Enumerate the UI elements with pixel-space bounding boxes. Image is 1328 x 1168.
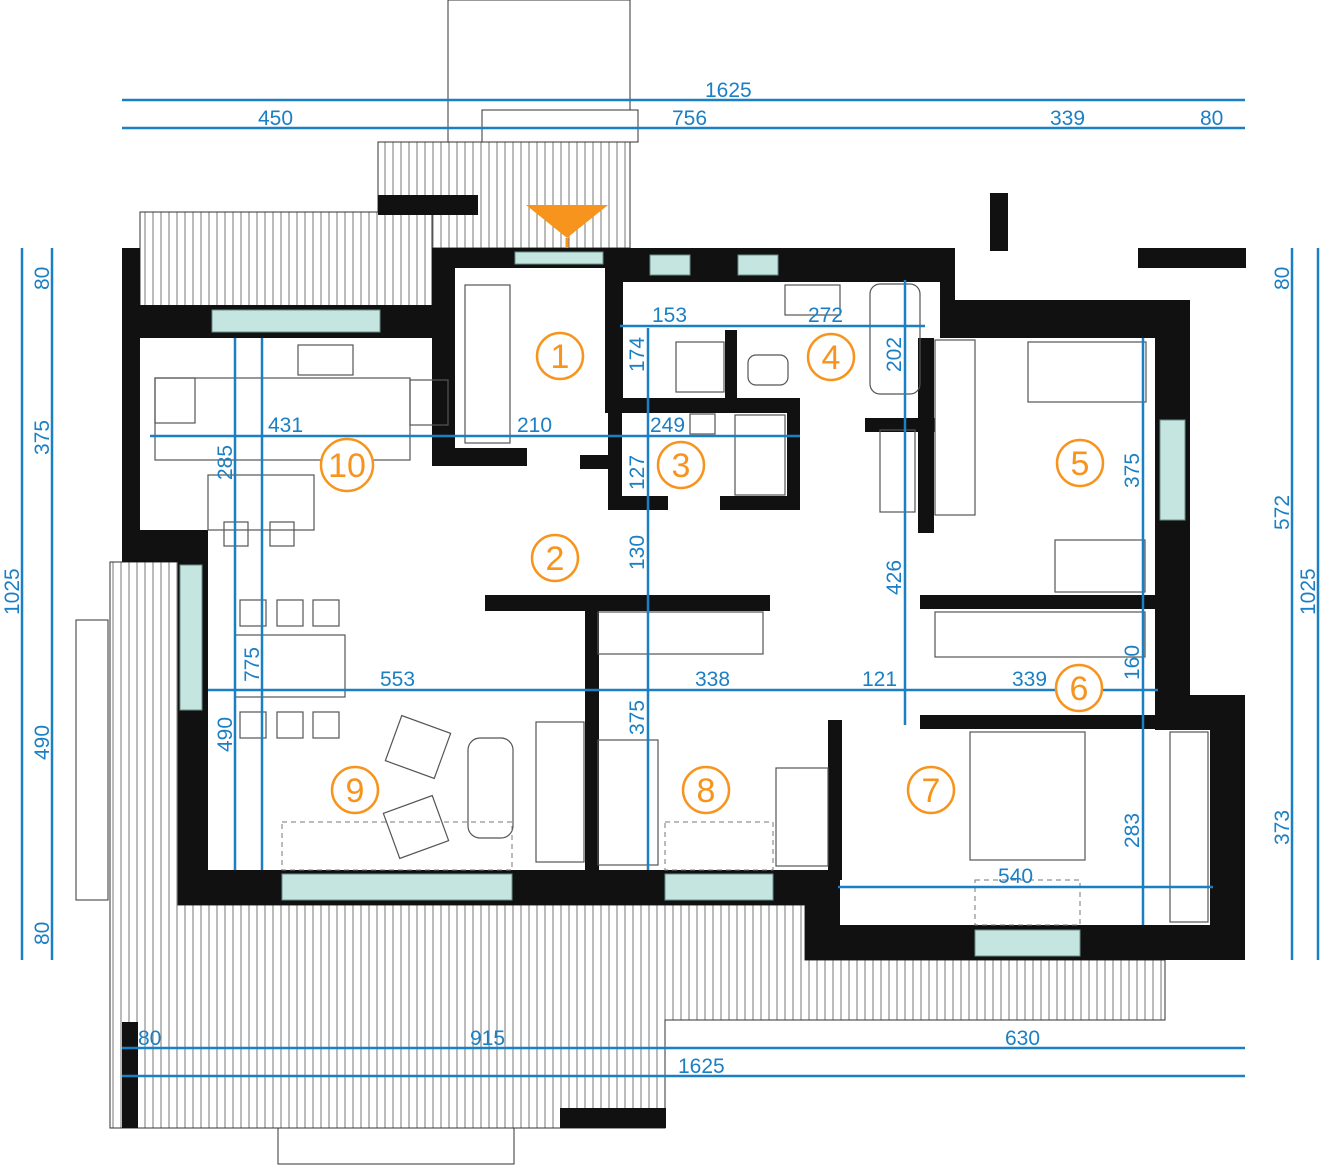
room-marker-5: 5 xyxy=(1055,438,1105,488)
dim-room5-height: 375 xyxy=(1121,453,1144,488)
dim-right-3: 373 xyxy=(1271,810,1294,845)
room-markers: 1 2 3 4 5 6 7 8 9 10 xyxy=(319,331,1105,815)
svg-text:10: 10 xyxy=(328,447,366,485)
svg-text:9: 9 xyxy=(346,772,365,810)
room-marker-10: 10 xyxy=(319,437,375,493)
dim-left-1: 80 xyxy=(31,267,54,290)
svg-text:1: 1 xyxy=(551,338,570,376)
dim-corridor-width: 121 xyxy=(862,668,897,691)
terrace-decking xyxy=(75,0,1166,1165)
dim-room6-height: 160 xyxy=(1121,645,1144,680)
svg-text:6: 6 xyxy=(1070,670,1089,708)
room-marker-4: 4 xyxy=(806,332,856,382)
room-marker-8: 8 xyxy=(681,765,731,815)
dimension-lines xyxy=(20,98,1320,1078)
dim-left-total: 1025 xyxy=(1,568,24,615)
windows xyxy=(179,251,1186,957)
room-marker-6: 6 xyxy=(1054,663,1104,713)
dim-bottom-3: 630 xyxy=(1005,1027,1040,1050)
svg-text:2: 2 xyxy=(546,540,565,578)
room-marker-9: 9 xyxy=(330,765,380,815)
dim-corridor-height: 426 xyxy=(883,560,906,595)
room-marker-7: 7 xyxy=(906,765,956,815)
dim-living-width: 553 xyxy=(380,668,415,691)
dim-bath4-left: 153 xyxy=(652,304,687,327)
dim-room7-width: 540 xyxy=(998,865,1033,888)
dim-top-2: 756 xyxy=(672,107,707,130)
room-marker-2: 2 xyxy=(530,533,580,583)
dim-bath4-height-right: 202 xyxy=(883,337,906,372)
svg-text:8: 8 xyxy=(697,772,716,810)
dim-kitchen-width: 431 xyxy=(268,414,303,437)
dim-bottom-2: 915 xyxy=(470,1027,505,1050)
dim-hall-width: 210 xyxy=(517,414,552,437)
dim-living-lower: 490 xyxy=(214,717,237,752)
dim-left-4: 80 xyxy=(31,922,54,945)
entrance-arrow-icon xyxy=(526,205,608,238)
dim-right-total: 1025 xyxy=(1297,568,1320,615)
dim-right-2: 572 xyxy=(1271,495,1294,530)
svg-text:3: 3 xyxy=(672,447,691,485)
dim-kitchen-height: 285 xyxy=(214,445,237,480)
dim-room6-width: 339 xyxy=(1012,668,1047,691)
svg-text:7: 7 xyxy=(922,772,941,810)
dim-bath4-height-left: 174 xyxy=(626,337,649,372)
dim-bottom-1: 80 xyxy=(138,1027,161,1050)
room-marker-1: 1 xyxy=(535,331,585,381)
dim-top-1: 450 xyxy=(258,107,293,130)
dim-hall-height: 130 xyxy=(626,535,649,570)
dim-bottom-total: 1625 xyxy=(678,1055,725,1078)
dim-top-3: 339 xyxy=(1050,107,1085,130)
dim-left-2: 375 xyxy=(31,420,54,455)
dim-left-3: 490 xyxy=(31,725,54,760)
dim-living-height: 775 xyxy=(241,647,264,682)
dim-right-1: 80 xyxy=(1271,267,1294,290)
dim-bath4-right: 272 xyxy=(808,304,843,327)
dim-room8-height: 375 xyxy=(626,700,649,735)
dim-bath3-height: 127 xyxy=(626,455,649,490)
svg-text:4: 4 xyxy=(822,339,841,377)
room-marker-3: 3 xyxy=(656,440,706,490)
dim-top-total: 1625 xyxy=(705,79,752,102)
dim-room8-width: 338 xyxy=(695,668,730,691)
svg-text:5: 5 xyxy=(1071,445,1090,483)
dim-bath3-width: 249 xyxy=(650,414,685,437)
dim-room7-height: 283 xyxy=(1121,813,1144,848)
dim-top-4: 80 xyxy=(1200,107,1223,130)
dimension-labels: 1625 450 756 339 80 80 915 630 1625 1025… xyxy=(1,79,1320,1078)
